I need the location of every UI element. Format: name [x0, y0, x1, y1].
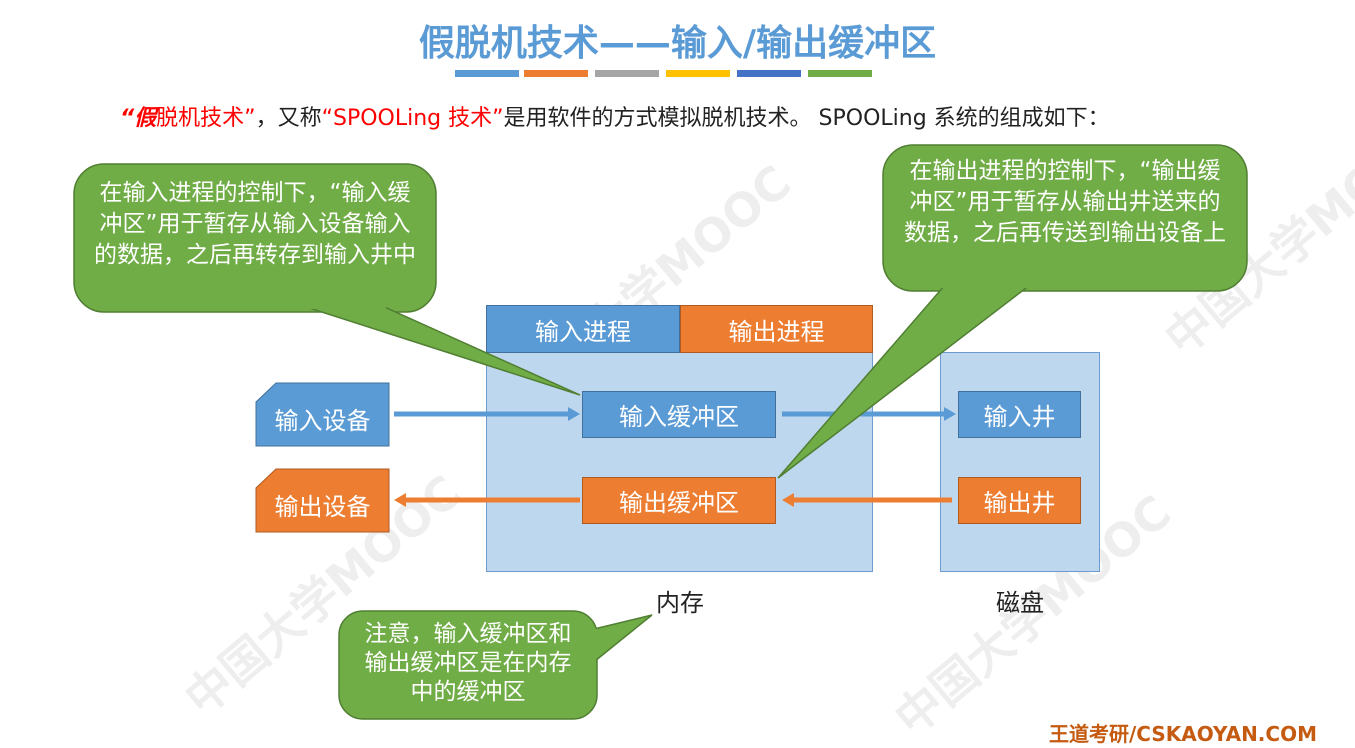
input-process-box: 输入进程	[486, 305, 680, 353]
output-process-box: 输出进程	[680, 305, 873, 353]
footer-brand: 王道考研/CSKAOYAN.COM	[1049, 722, 1317, 746]
disk-region	[940, 352, 1100, 572]
subtitle-part3: ，又称	[255, 106, 322, 131]
callout-input-text: 在输入进程的控制下，“输入缓冲区”用于暂存从输入设备输入的数据，之后再转存到输入…	[94, 180, 416, 268]
subtitle-part4: “SPOOLing 技术”	[321, 106, 504, 131]
slide-title: 假脱机技术——输入/输出缓冲区	[418, 23, 937, 64]
memory-label: 内存	[656, 589, 704, 617]
title-underline-2	[524, 70, 588, 77]
subtitle: “假脱机技术”，又称“SPOOLing 技术”是用软件的方式模拟脱机技术。 SP…	[120, 100, 1110, 132]
title-underline-3	[595, 70, 659, 77]
title-underline-6	[808, 70, 872, 77]
callout-note-text: 注意，输入缓冲区和输出缓冲区是在内存中的缓冲区	[364, 621, 572, 705]
disk-label: 磁盘	[996, 589, 1044, 617]
output-device-shape	[255, 468, 390, 533]
callout-note-shape	[338, 610, 653, 720]
subtitle-part2: 脱机技术”	[156, 106, 256, 131]
input-buffer: 输入缓冲区	[582, 391, 776, 438]
title-underline-1	[455, 70, 519, 77]
arrowhead	[944, 407, 956, 421]
input-device-shape	[255, 382, 390, 447]
callout-output-text: 在输出进程的控制下，“输出缓冲区”用于暂存从输出井送来的数据，之后再传送到输出设…	[904, 158, 1226, 246]
arrowhead	[394, 493, 406, 507]
arrowhead	[782, 493, 794, 507]
callout-output-shape	[777, 144, 1248, 479]
memory-region	[486, 352, 873, 572]
callout-input-shape	[73, 163, 581, 396]
input-well: 输入井	[958, 391, 1081, 438]
output-device: 输出设备	[274, 492, 371, 521]
input-device: 输入设备	[274, 406, 371, 435]
subtitle-part1: “假	[120, 106, 157, 131]
output-buffer: 输出缓冲区	[582, 477, 776, 524]
output-well: 输出井	[958, 477, 1081, 524]
title-underline-5	[737, 70, 801, 77]
title-underline-4	[666, 70, 730, 77]
arrowhead	[568, 407, 580, 421]
subtitle-part5: 是用软件的方式模拟脱机技术。 SPOOLing 系统的组成如下：	[503, 106, 1110, 131]
